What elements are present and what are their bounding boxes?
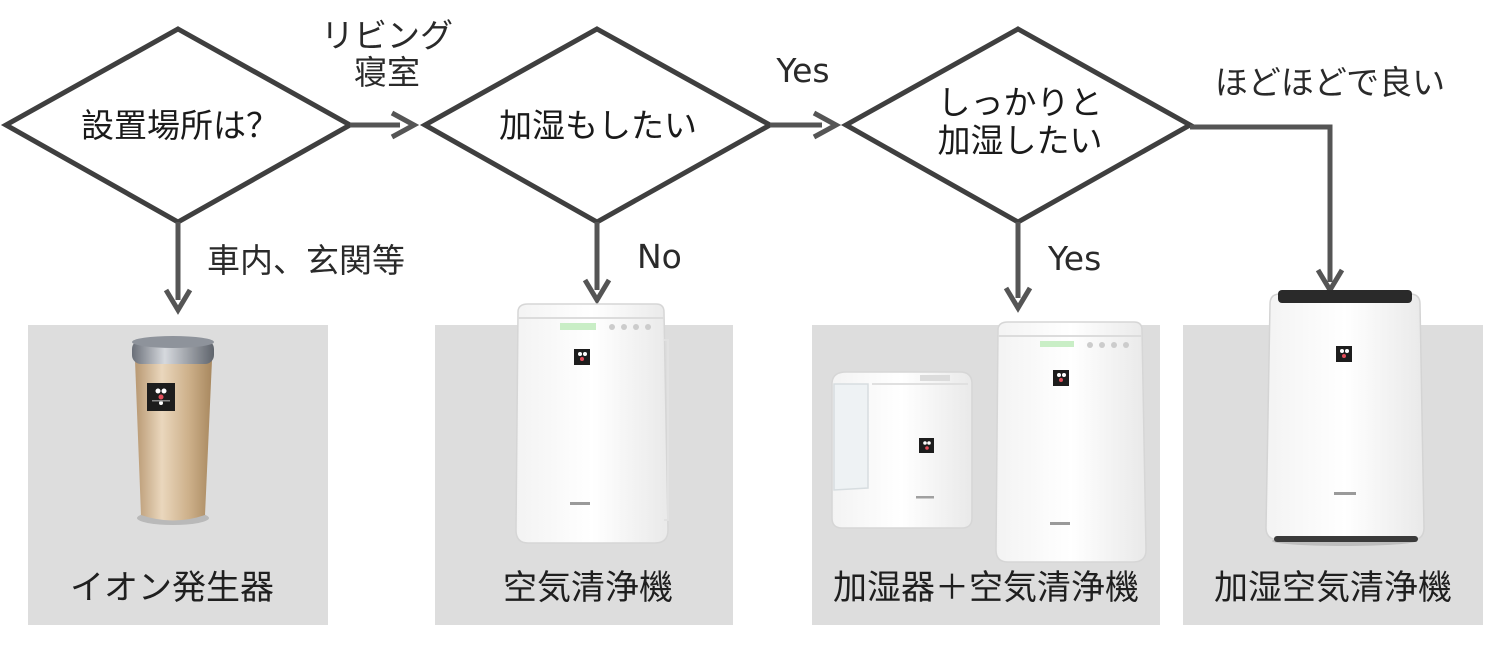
decision-humidify: 加湿もしたい xyxy=(419,26,776,225)
humidifier-image xyxy=(831,371,973,529)
arrow-q1-right xyxy=(350,110,420,140)
edge-label-car-entrance: 車内、玄関等 xyxy=(207,241,405,280)
edge-label-moderate: ほどほどで良い xyxy=(1215,63,1445,102)
product-card-humidifying-purifier: 加湿空気清浄機 xyxy=(1183,290,1483,625)
product-label-humidifying-purifier: 加湿空気清浄機 xyxy=(1214,568,1452,608)
edge-label-living-line2: 寝室 xyxy=(354,53,420,92)
decision-humidify-text: 加湿もしたい xyxy=(499,106,697,145)
decision-location: 設置場所は？ xyxy=(0,26,356,225)
connectors xyxy=(163,110,1345,315)
product-label-humidifier-plus-purifier: 加湿器＋空気清浄機 xyxy=(833,568,1139,608)
product-card-air-purifier: 空気清浄機 xyxy=(435,303,733,625)
arrow-q2-down xyxy=(582,222,612,305)
arrow-q2-right xyxy=(770,110,842,140)
product-label-air-purifier: 空気清浄機 xyxy=(503,568,673,608)
product-card-ion-generator: イオン発生器 xyxy=(28,325,328,625)
decision-strong-humidify-text-line1: しっかりと xyxy=(938,83,1103,122)
air-purifier-image xyxy=(515,303,669,544)
humidifying-purifier-image xyxy=(1265,290,1425,546)
arrow-q3-right xyxy=(1190,124,1345,295)
air-purifier-image-2 xyxy=(995,321,1147,563)
product-card-humidifier-plus-purifier: 加湿器＋空気清浄機 xyxy=(812,321,1160,625)
decision-location-text: 設置場所は？ xyxy=(81,106,279,145)
decision-strong-humidify: しっかりと 加湿したい xyxy=(840,26,1196,225)
edge-label-yes-humidify: Yes xyxy=(775,51,829,90)
edge-label-no-humidify: No xyxy=(637,237,682,276)
ion-generator-image xyxy=(132,336,214,525)
product-label-ion-generator: イオン発生器 xyxy=(70,568,274,608)
decision-strong-humidify-text-line2: 加湿したい xyxy=(938,121,1103,160)
edge-label-yes-strong: Yes xyxy=(1047,239,1101,278)
arrow-q3-down xyxy=(1003,222,1033,313)
arrow-q1-down xyxy=(163,222,193,315)
edge-label-living-line1: リビング xyxy=(321,16,453,55)
